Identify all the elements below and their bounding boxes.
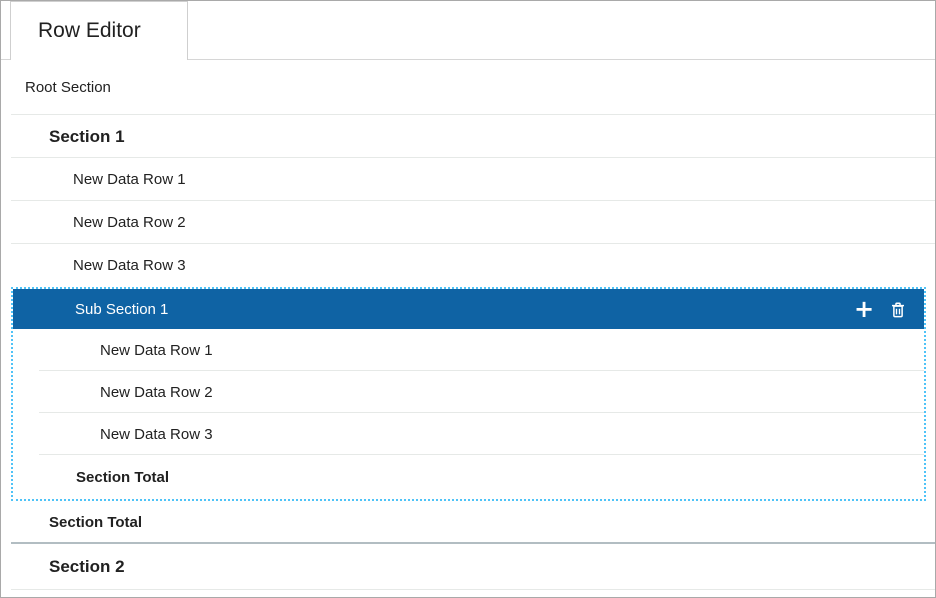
row-label: New Data Row 3 — [100, 425, 213, 443]
tab-row-editor-label: Row Editor — [38, 19, 141, 42]
tab-row-editor[interactable]: Row Editor — [10, 1, 188, 60]
row-label: Section 1 — [49, 126, 125, 146]
row-section-2-header[interactable]: Section 2 — [1, 544, 935, 590]
row-label: Section Total — [76, 468, 170, 486]
tab-bar: Row Editor — [1, 1, 935, 60]
selected-subsection-group: Sub Section 1 + New Data Row 1 New Data … — [11, 287, 926, 501]
row-label: Root Section — [25, 79, 111, 96]
row-subsection1-new-data-row-3[interactable]: New Data Row 3 — [13, 413, 924, 455]
row-subsection1-new-data-row-1[interactable]: New Data Row 1 — [13, 329, 924, 371]
row-label: Section 2 — [49, 557, 125, 576]
row-label: New Data Row 1 — [73, 171, 186, 188]
row-label: New Data Row 1 — [100, 341, 213, 359]
row-sub-section-1-header[interactable]: Sub Section 1 + — [13, 289, 924, 329]
row-subsection1-section-total[interactable]: Section Total — [13, 455, 924, 499]
add-row-button[interactable]: + — [852, 297, 876, 321]
row-label: Section Total — [49, 514, 143, 531]
trash-icon — [892, 301, 904, 317]
row-section1-new-data-row-3[interactable]: New Data Row 3 — [1, 244, 935, 287]
row-label: New Data Row 2 — [73, 214, 186, 231]
row-section-1-header[interactable]: Section 1 — [1, 115, 935, 158]
row-section1-new-data-row-2[interactable]: New Data Row 2 — [1, 201, 935, 244]
row-root-section[interactable]: Root Section — [1, 60, 935, 115]
row-label: Sub Section 1 — [75, 300, 169, 318]
row-subsection1-new-data-row-2[interactable]: New Data Row 2 — [13, 371, 924, 413]
delete-button[interactable] — [886, 297, 910, 321]
plus-icon: + — [853, 295, 875, 323]
row-label: New Data Row 2 — [100, 383, 213, 401]
row-label: New Data Row 3 — [73, 257, 186, 274]
row-section1-section-total[interactable]: Section Total — [1, 501, 935, 544]
row-section1-new-data-row-1[interactable]: New Data Row 1 — [1, 158, 935, 201]
